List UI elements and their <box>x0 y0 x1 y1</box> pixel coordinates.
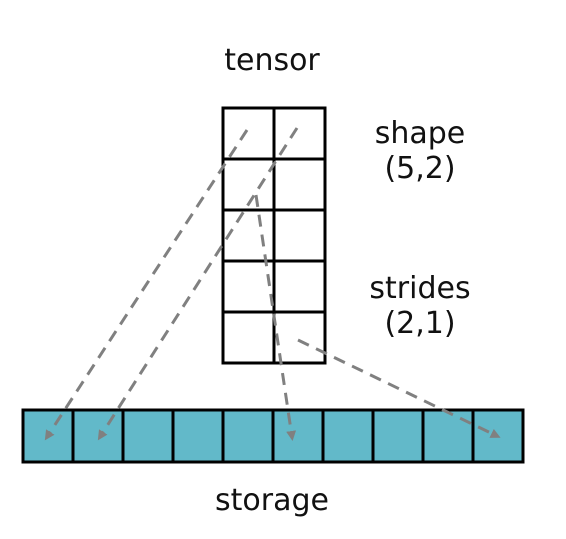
arrow-tensor-cell-0-0-to-storage-cell-0 <box>44 129 249 441</box>
strides-value: (2,1) <box>384 306 455 341</box>
tensor-cell-3-0 <box>221 259 276 314</box>
shape-label: shape <box>375 116 466 151</box>
storage-cell-3 <box>171 408 225 464</box>
tensor-cell-4-0 <box>221 310 276 365</box>
arrow-tensor-cell-1-0-to-storage-cell-5 <box>254 194 297 441</box>
tensor-cell-4-1 <box>272 310 327 365</box>
storage-cell-2 <box>121 408 175 464</box>
storage-cell-8 <box>421 408 475 464</box>
tensor-cell-1-1 <box>272 157 327 212</box>
storage-cell-1 <box>71 408 125 464</box>
storage-cell-9 <box>471 408 525 464</box>
tensor-cell-2-0 <box>221 208 276 263</box>
storage-cell-6 <box>321 408 375 464</box>
tensor-cell-2-1 <box>272 208 327 263</box>
strides-label: strides <box>369 271 470 306</box>
arrow-tensor-cell-4-1-to-storage-cell-9 <box>297 338 501 438</box>
tensor-label: tensor <box>224 43 320 78</box>
tensor-cell-0-0 <box>221 106 276 161</box>
storage-cell-4 <box>221 408 275 464</box>
storage-cell-5 <box>271 408 325 464</box>
shape-value: (5,2) <box>384 151 455 186</box>
storage-label: storage <box>215 483 329 518</box>
tensor-cell-3-1 <box>272 259 327 314</box>
storage-row <box>21 408 525 464</box>
arrow-tensor-cell-0-1-to-storage-cell-1 <box>97 127 299 441</box>
storage-cell-7 <box>371 408 425 464</box>
stride-arrows <box>44 127 501 441</box>
